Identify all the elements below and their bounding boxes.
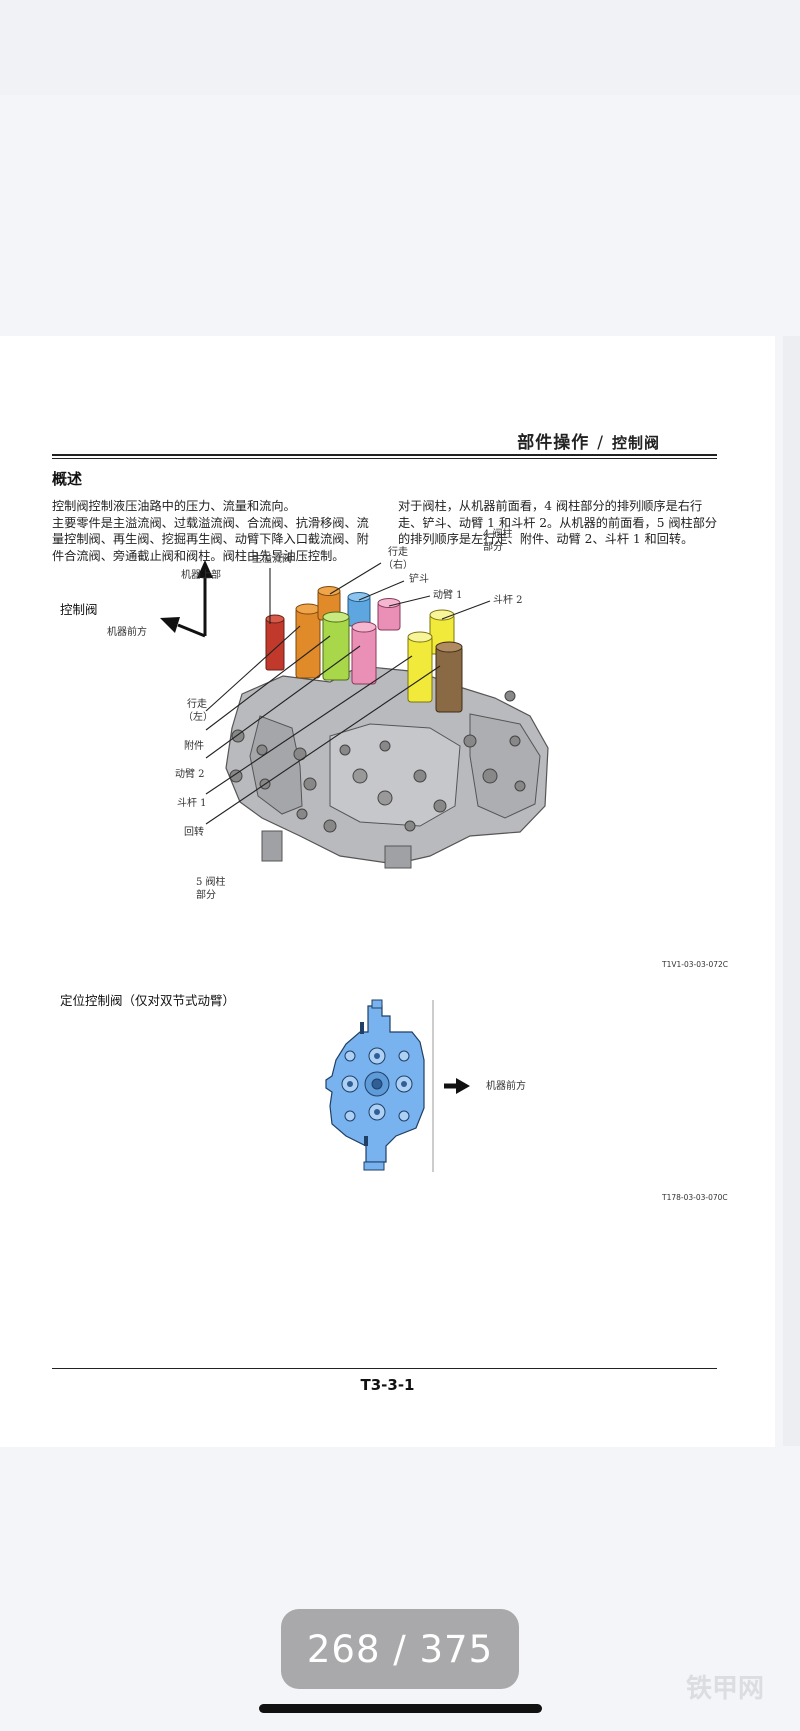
label-travel-left: 行走 （左） [183,698,213,724]
control-valve-diagram [160,560,549,869]
footer-rule [52,1368,717,1369]
paragraph-left-line: 主要零件是主溢流阀、过载溢流阀、合流阀、抗滑移阀、流量控制阀、再生阀、挖掘再生阀… [52,515,369,563]
label-four-spool-line1: 4 阀柱 [483,529,513,540]
scroll-strip [783,336,800,1446]
label-boom1: 动臂 1 [433,590,463,601]
label-swing: 回转 [184,827,204,838]
swing-spool [435,645,463,713]
label-travel-right-line1: 行走 [388,547,408,558]
page-number: T3-3-1 [360,1376,415,1394]
page-header: 部件操作 / 控制阀 [0,428,660,453]
page-indicator: 268 / 375 [281,1609,519,1689]
label-travel-right-line2: （右） [383,560,413,571]
label-travel-left-line2: （左） [183,712,213,723]
label-machine-top: 机器上部 [181,570,221,581]
label-four-spool: 4 阀柱 部分 [483,528,513,554]
figure1-code: T1V1-03-03-072C [662,960,729,969]
label-four-spool-line2: 部分 [483,542,503,553]
label-travel-left-line1: 行走 [187,699,207,710]
home-indicator[interactable] [259,1704,542,1713]
watermark-logo: 铁甲网 [686,1674,765,1704]
header-subtitle: 控制阀 [611,434,660,452]
document-page: 部件操作 / 控制阀 概述 控制阀控制液压油路中的压力、流量和流向。 主要零件是主溢… [0,336,775,1447]
header-title: 部件操作 [517,433,590,453]
paragraph-right: 对于阀柱，从机器前面看，4 阀柱部分的排列顺序是右行走、铲斗、动臂 1 和斗杆 … [398,498,718,548]
spools [265,586,463,713]
label-arm2: 斗杆 2 [493,595,523,606]
label-machine-front-2: 机器前方 [486,1081,526,1092]
top-bar [0,0,800,95]
header-rule [52,454,717,459]
section-title: 概述 [52,470,83,488]
boom2-spool [351,625,377,685]
label-five-spool-line1: 5 阀柱 [196,877,226,888]
label-attachment: 附件 [184,741,204,752]
label-machine-front: 机器前方 [107,627,147,638]
arm1-spool [407,635,433,703]
orientation-arrows [160,560,213,638]
positioning-valve-diagram [325,999,470,1172]
travel-left-spool [295,607,321,679]
paragraph-left: 控制阀控制液压油路中的压力、流量和流向。 主要零件是主溢流阀、过载溢流阀、合流阀… [52,498,374,564]
figure1-caption: 控制阀 [60,602,98,617]
label-main-relief: 主溢流阀 [252,554,292,565]
label-arm1: 斗杆 1 [177,798,207,809]
leader-lines [205,562,491,825]
paragraph-right-line: 对于阀柱，从机器前面看，4 阀柱部分的排列顺序是右行走、铲斗、动臂 1 和斗杆 … [398,499,718,546]
label-five-spool-line2: 部分 [196,890,216,901]
paragraph-left-line: 控制阀控制液压油路中的压力、流量和流向。 [52,499,296,513]
label-bucket: 铲斗 [409,574,429,585]
header-separator: / [597,433,604,453]
label-five-spool: 5 阀柱 部分 [196,876,226,902]
figure2-caption: 定位控制阀（仅对双节式动臂） [60,993,236,1008]
label-travel-right: 行走 （右） [380,546,416,572]
label-boom2: 动臂 2 [175,769,205,780]
valve-body [225,665,549,869]
figure2-code: T178-03-03-070C [662,1193,728,1202]
main-relief-spool [265,617,285,671]
